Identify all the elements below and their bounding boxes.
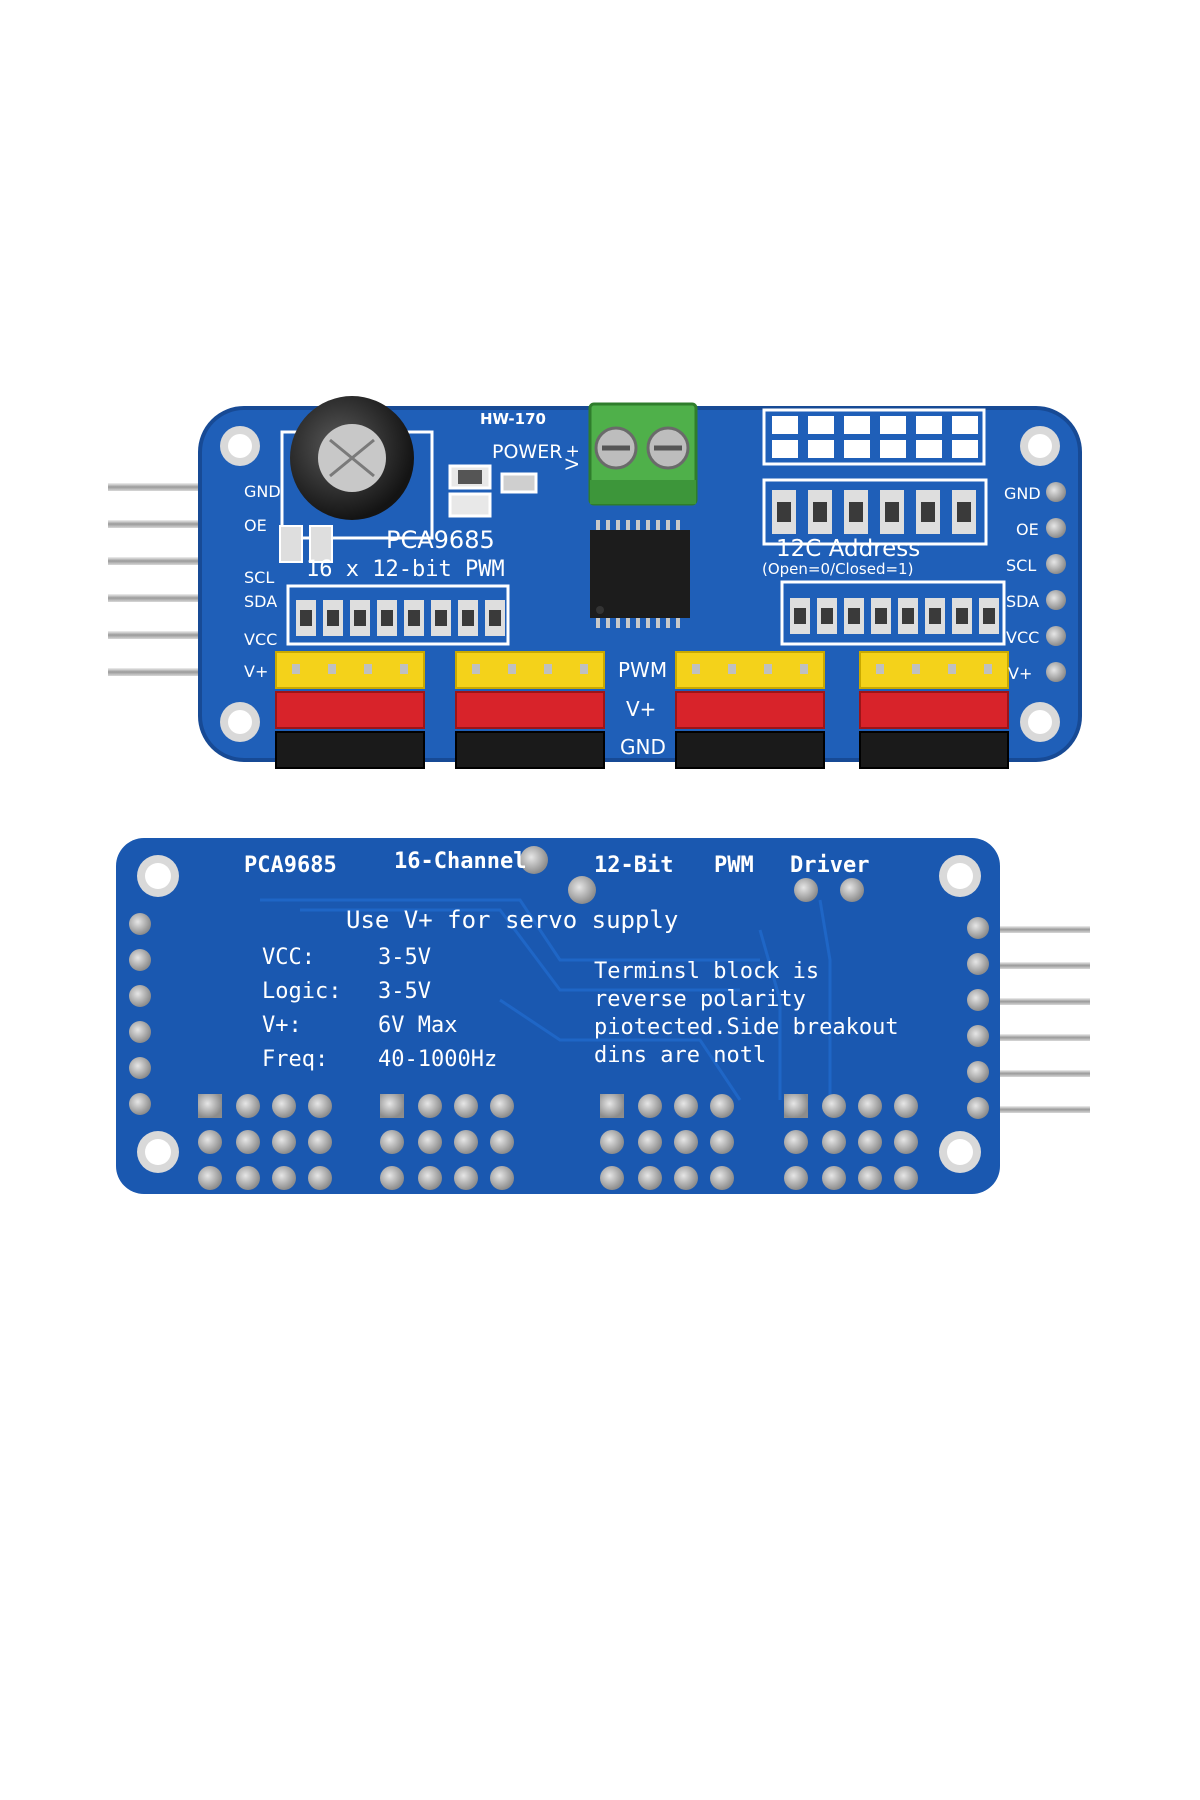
back-header-pins — [990, 926, 1090, 1113]
spec-logic-key: Logic: — [262, 979, 341, 1004]
note-line-4: dins are notl — [594, 1043, 766, 1068]
row-label-gnd: GND — [620, 735, 666, 759]
back-title-chip: PCA9685 — [244, 853, 337, 878]
left-pin-scl: SCL — [244, 568, 274, 587]
left-pin-vcc: VCC — [244, 630, 277, 649]
i2c-title-label: 12C Address — [776, 536, 920, 562]
left-pin-gnd: GND — [244, 482, 281, 501]
board-model: HW-170 — [480, 410, 546, 428]
power-label: POWER — [492, 441, 562, 463]
note-line-1: Terminsl block is — [594, 959, 819, 984]
chip-name-label: PCA9685 — [386, 526, 495, 554]
right-pin-scl: SCL — [1006, 556, 1036, 575]
row-label-pwm: PWM — [618, 658, 667, 682]
terminal-vplus-label: V+ — [563, 444, 583, 470]
back-board: PCA9685 16-Channel 12-Bit PWM Driver Use… — [116, 838, 1090, 1194]
back-header-pads — [198, 1094, 918, 1190]
back-title-bits: 12-Bit — [594, 853, 673, 878]
spec-vplus-value: 6V Max — [378, 1013, 457, 1038]
pca9685-chip — [590, 520, 690, 628]
left-pin-vplus: V+ — [244, 662, 268, 681]
back-mounting-holes — [137, 855, 981, 1173]
back-pcb — [116, 838, 1000, 1194]
note-line-2: reverse polarity — [594, 987, 806, 1012]
spec-freq-key: Freq: — [262, 1047, 328, 1072]
servo-headers — [275, 651, 1009, 769]
capacitor — [280, 396, 434, 540]
terminal-solder-joints — [520, 846, 864, 904]
resistor-array-left — [286, 584, 510, 646]
terminal-block — [588, 402, 698, 506]
spec-vplus-key: V+: — [262, 1013, 302, 1038]
i2c-address-jumpers — [762, 408, 988, 546]
row-label-vplus: V+ — [626, 697, 656, 721]
spec-vcc-key: VCC: — [262, 945, 315, 970]
smd-caps — [279, 525, 333, 563]
back-title-driver: Driver — [790, 853, 869, 878]
subtitle-label: 16 x 12-bit PWM — [306, 557, 505, 582]
right-pin-vcc: VCC — [1006, 628, 1039, 647]
back-left-pads — [129, 913, 151, 1115]
note-line-3: piotected.Side breakout — [594, 1015, 899, 1040]
front-mounting-holes — [220, 426, 1060, 742]
resistor-array-right — [780, 580, 1006, 646]
spec-vcc-value: 3-5V — [378, 945, 431, 970]
back-title-channels: 16-Channel — [394, 849, 526, 874]
power-led — [448, 464, 538, 518]
spec-freq-value: 40-1000Hz — [378, 1047, 497, 1072]
i2c-note-label: (Open=0/Closed=1) — [762, 560, 913, 578]
back-title-pwm: PWM — [714, 853, 754, 878]
right-pin-oe: OE — [1016, 520, 1039, 539]
right-pin-gnd: GND — [1004, 484, 1041, 503]
spec-logic-value: 3-5V — [378, 979, 431, 1004]
right-side-pads — [1046, 482, 1066, 682]
front-board: HW-170 POWER V+ PCA9685 16 x 12-bit PWM … — [108, 396, 1082, 769]
supply-note: Use V+ for servo supply — [346, 906, 678, 934]
back-right-pads — [967, 917, 989, 1119]
right-pin-vplus: V+ — [1008, 664, 1032, 683]
back-traces — [260, 898, 832, 1101]
left-pin-oe: OE — [244, 516, 267, 535]
left-pin-sda: SDA — [244, 592, 277, 611]
right-pin-sda: SDA — [1006, 592, 1039, 611]
